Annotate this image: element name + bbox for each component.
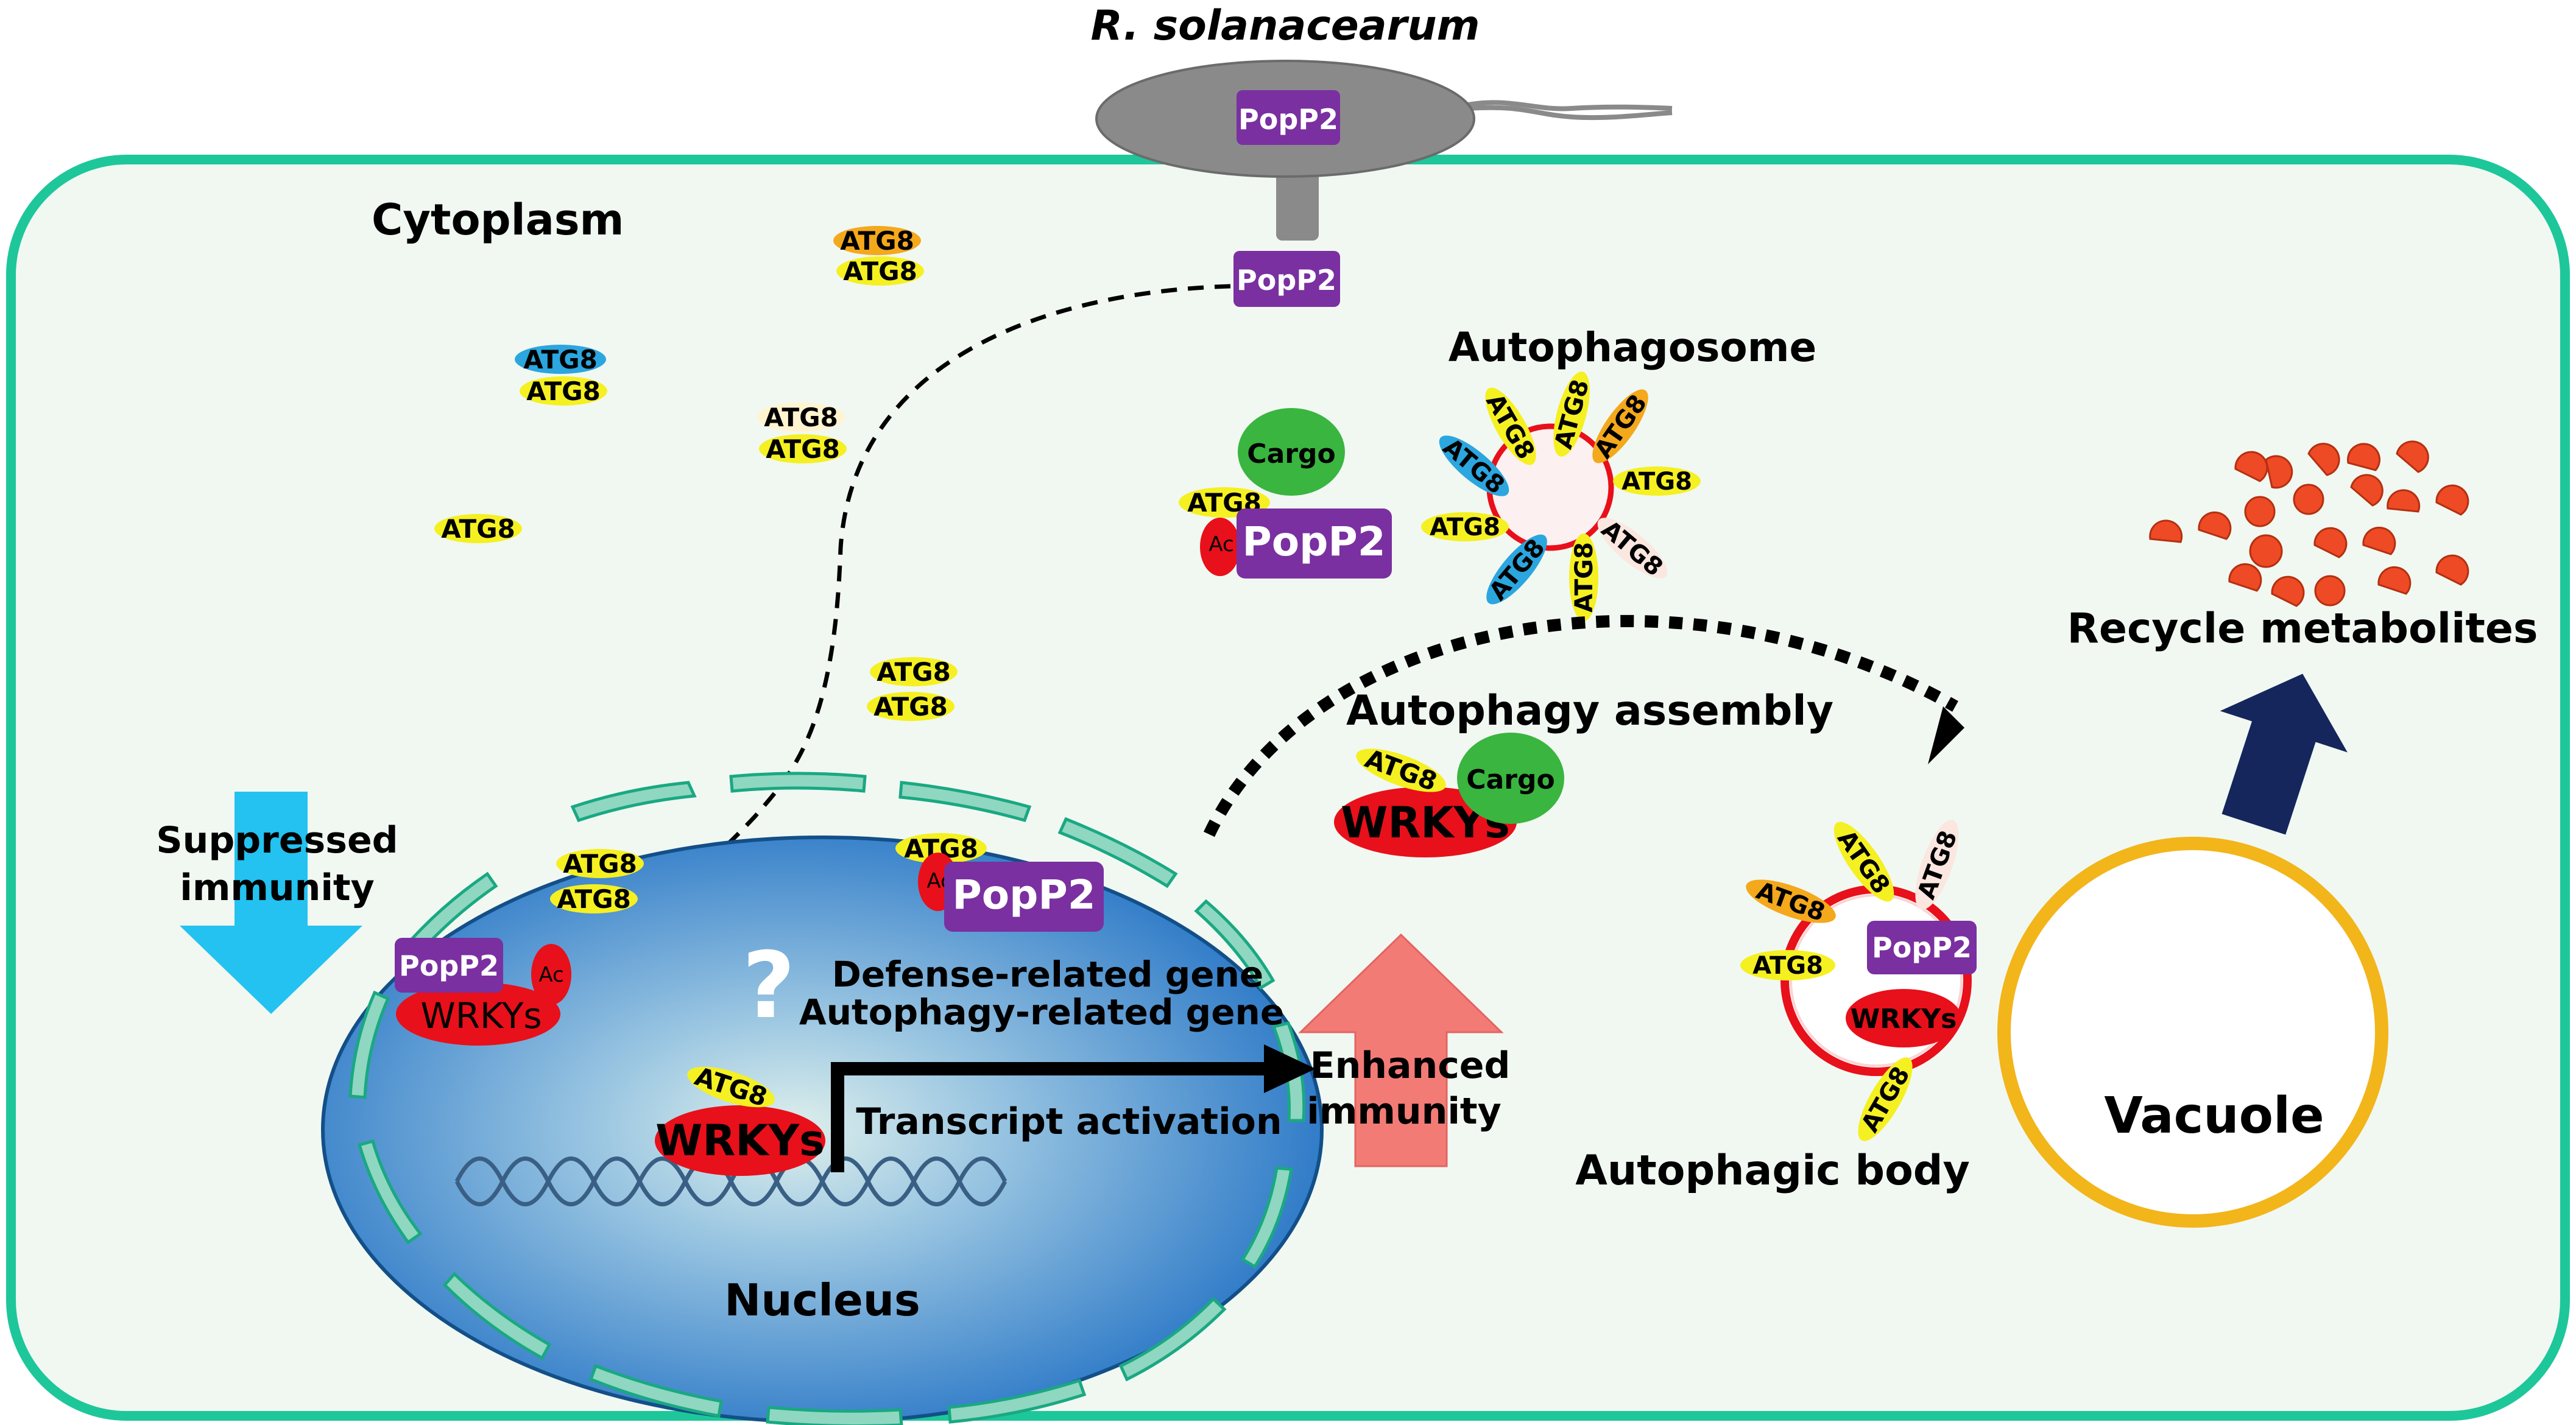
svg-text:Enhanced: Enhanced [1310, 1044, 1511, 1087]
metabolites [2149, 440, 2469, 607]
svg-text:ATG8: ATG8 [1430, 513, 1500, 541]
dna-helix [454, 1156, 1007, 1206]
transcript-activation-label: Transcript activation [856, 1100, 1282, 1143]
popp2-box-secreted: PopP2 [1233, 251, 1340, 307]
autophagy-assembly-label: Autophagy assembly [1346, 687, 1833, 735]
svg-text:ATG8: ATG8 [764, 403, 838, 432]
atg8-marker: ATG8 [836, 256, 924, 286]
svg-text:immunity: immunity [1307, 1090, 1501, 1133]
recycle-arrow [2220, 674, 2348, 835]
svg-text:ATG8: ATG8 [1752, 952, 1823, 980]
transcription-arrow [831, 1062, 1270, 1172]
enhanced-immunity-arrow: Enhanced immunity [1298, 933, 1511, 1167]
cytoplasmic-popp2-complex: Cargo ATG8 Ac PopP2 [1179, 408, 1392, 579]
atg8-free-group: ATG8 ATG8 ATG8 ATG8 ATG8 ATG8 ATG8 ATG8 … [434, 226, 958, 722]
gene-label-autophagy: Autophagy-related gene [799, 991, 1284, 1033]
bacterium: PopP2 R. solanacearum [1091, 2, 1673, 241]
bacterium-name: R. solanacearum [1091, 2, 1480, 50]
svg-text:PopP2: PopP2 [1242, 518, 1385, 565]
svg-text:Suppressed: Suppressed [156, 819, 398, 862]
atg8-marker: ATG8 [759, 434, 847, 464]
vacuole-label: Vacuole [2104, 1087, 2324, 1145]
svg-text:PopP2: PopP2 [952, 871, 1095, 918]
atg8-marker: ATG8 [550, 884, 638, 914]
svg-text:PopP2: PopP2 [399, 949, 499, 982]
atg8-marker: ATG8 [515, 345, 606, 375]
assembly-wrky-complex: WRKYs ATG8 Cargo [1334, 733, 1564, 857]
svg-text:WRKYs: WRKYs [420, 995, 542, 1036]
autophagy-flux-arrowhead [1928, 706, 1964, 764]
svg-text:Ac: Ac [1209, 532, 1233, 557]
nucleus-label: Nucleus [724, 1275, 920, 1326]
gene-label-defense: Defense-related gene [832, 954, 1264, 995]
svg-text:WRKYs: WRKYs [1851, 1004, 1957, 1035]
svg-text:ATG8: ATG8 [1570, 542, 1598, 613]
svg-text:WRKYs: WRKYs [655, 1116, 825, 1166]
atg8-marker: ATG8 [434, 514, 522, 544]
atg8-marker: ATG8 [867, 692, 955, 722]
vacuole [1997, 837, 2388, 1228]
atg8-marker: ATG8 [556, 849, 644, 879]
svg-text:Cargo: Cargo [1247, 438, 1335, 470]
svg-text:ATG8: ATG8 [526, 376, 601, 406]
cytoplasm-label: Cytoplasm [372, 195, 624, 245]
svg-text:PopP2: PopP2 [1238, 103, 1338, 136]
atg8-marker: ATG8 [520, 376, 607, 406]
suppressed-immunity-arrow: Suppressed immunity [156, 792, 398, 1014]
svg-text:ATG8: ATG8 [523, 345, 598, 375]
svg-text:ATG8: ATG8 [877, 657, 951, 687]
svg-text:ATG8: ATG8 [1621, 468, 1692, 496]
svg-text:ATG8: ATG8 [441, 514, 515, 544]
recycle-metabolites-label: Recycle metabolites [2067, 605, 2538, 653]
svg-text:PopP2: PopP2 [1872, 931, 1972, 964]
svg-text:Cargo: Cargo [1466, 764, 1554, 795]
svg-text:ATG8: ATG8 [766, 434, 840, 464]
svg-text:ATG8: ATG8 [840, 226, 914, 256]
unknown-mechanism-mark: ? [742, 933, 795, 1039]
svg-text:Ac: Ac [538, 963, 563, 987]
popp2-wrky-complex: WRKYs Ac PopP2 [395, 938, 571, 1046]
flagellum [1467, 105, 1673, 121]
popp2-box-bacterium: PopP2 [1237, 90, 1340, 145]
svg-text:PopP2: PopP2 [1237, 264, 1336, 297]
svg-text:ATG8: ATG8 [873, 692, 948, 722]
autophagy-flux-arrow [1203, 614, 1958, 837]
svg-text:ATG8: ATG8 [563, 849, 637, 879]
autophagosome-label: Autophagosome [1449, 324, 1816, 371]
atg8-marker: ATG8 [833, 226, 921, 256]
nucleus: Transcript activation ? Defense-related … [321, 772, 1324, 1425]
autophagic-body-label: Autophagic body [1575, 1147, 1970, 1195]
svg-text:ATG8: ATG8 [557, 884, 631, 914]
atg8-marker: ATG8 [757, 403, 845, 432]
cargo-blob [1238, 408, 1345, 496]
popp2-acetyl-complex: ATG8 Ac PopP2 [895, 833, 1104, 932]
svg-text:immunity: immunity [180, 867, 374, 909]
atg8-marker: ATG8 [870, 657, 958, 687]
svg-text:ATG8: ATG8 [843, 256, 917, 286]
